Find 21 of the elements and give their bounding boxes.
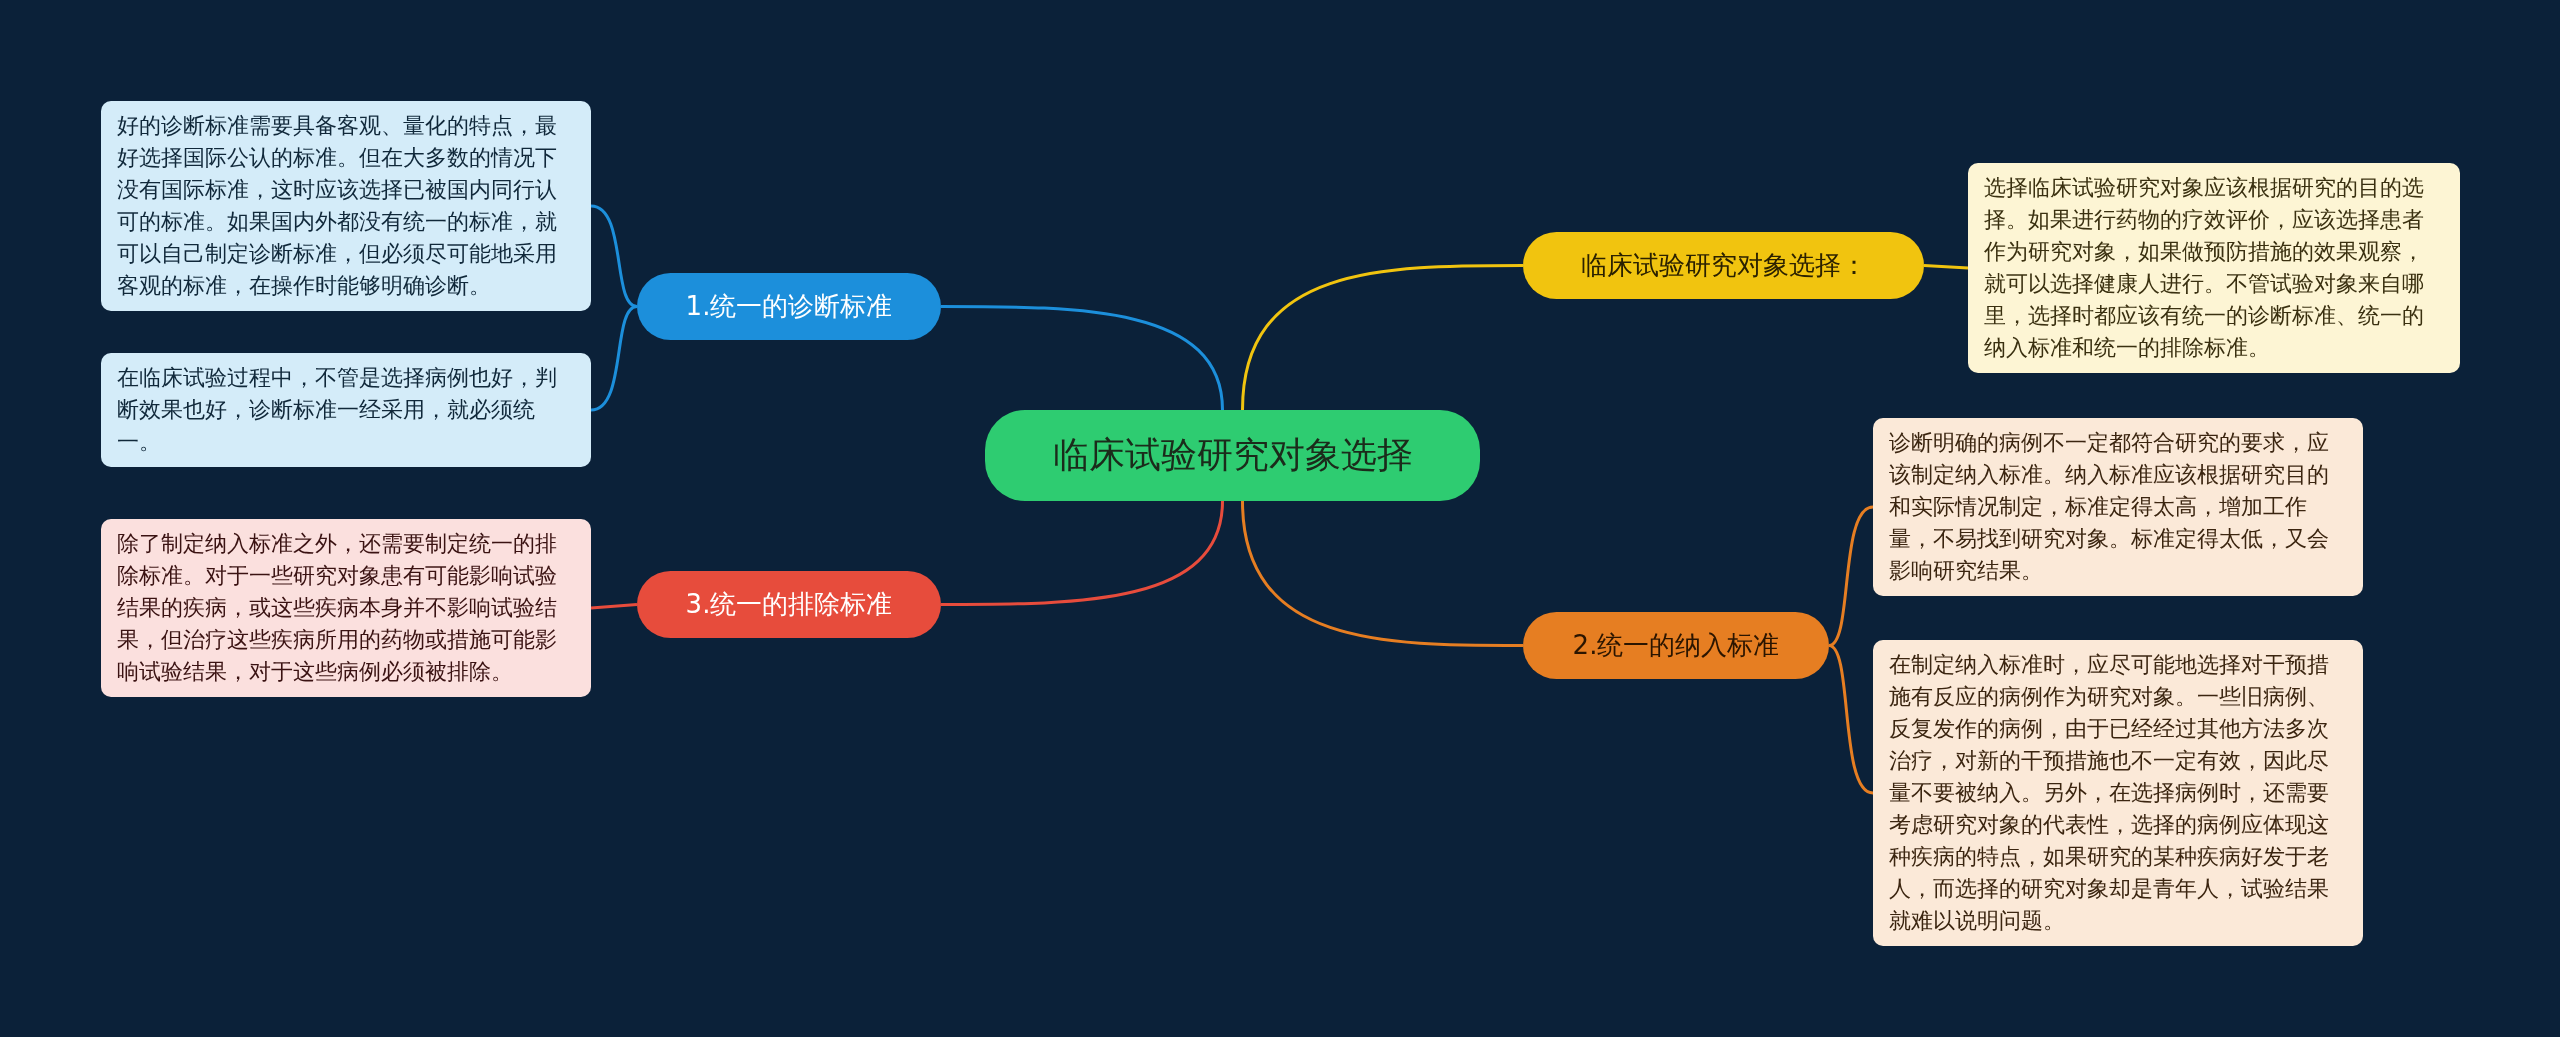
note-card: 在制定纳入标准时，应尽可能地选择对干预措施有反应的病例作为研究对象。一些旧病例、反复发作的病例，由于已经经过其他方法多次治疗，对新的干预措施也不一定有效，因此尽量不要被纳入。另外，在选择病例时，还需要考虑研究对象的代表性，选择的病例应体现这种疾病的特点，如果研究的某种疾病好发于老人，而选择的研究对象却是青年人，试验结果就难以说明问题。 — [1873, 640, 2363, 946]
note-card: 选择临床试验研究对象应该根据研究的目的选择。如果进行药物的疗效评价，应该选择患者作为研究对象，如果做预防措施的效果观察，就可以选择健康人进行。不管试验对象来自哪里，选择时都应该有统一的诊断标准、统一的纳入标准和统一的排除标准。 — [1968, 163, 2460, 373]
connector-line — [590, 204, 638, 308]
connector-line — [941, 500, 1224, 606]
central-topic: 临床试验研究对象选择 — [985, 410, 1480, 501]
connector-line — [1923, 264, 1969, 270]
note-card: 在临床试验过程中，不管是选择病例也好，判断效果也好，诊断标准一经采用，就必须统一。 — [101, 353, 591, 467]
connector-line — [1241, 500, 1523, 647]
branch-topic: 临床试验研究对象选择： — [1523, 232, 1924, 299]
note-card: 好的诊断标准需要具备客观、量化的特点，最好选择国际公认的标准。但在大多数的情况下没有国际标准，这时应该选择已被国内同行认可的标准。如果国内外都没有统一的标准，就可以自己制定诊断标准，但必须尽可能地采用客观的标准，在操作时能够明确诊断。 — [101, 101, 591, 311]
note-card: 除了制定纳入标准之外，还需要制定统一的排除标准。对于一些研究对象患有可能影响试验结果的疾病，或这些疾病本身并不影响试验结果，但治疗这些疾病所用的药物或措施可能影响试验结果，对于这些病例必须被排除。 — [101, 519, 591, 697]
branch-topic: 1.统一的诊断标准 — [637, 273, 941, 340]
note-card: 诊断明确的病例不一定都符合研究的要求，应该制定纳入标准。纳入标准应该根据研究目的和实际情况制定，标准定得太高，增加工作量，不易找到研究对象。标准定得太低，又会影响研究结果。 — [1873, 418, 2363, 596]
branch-topic: 3.统一的排除标准 — [637, 571, 941, 638]
connector-line — [1828, 505, 1874, 647]
branch-topic: 2.统一的纳入标准 — [1523, 612, 1829, 679]
connector-line — [590, 603, 638, 610]
connector-line — [590, 305, 638, 412]
connector-line — [941, 305, 1224, 411]
connector-line — [1241, 264, 1523, 411]
connector-line — [1828, 644, 1874, 795]
